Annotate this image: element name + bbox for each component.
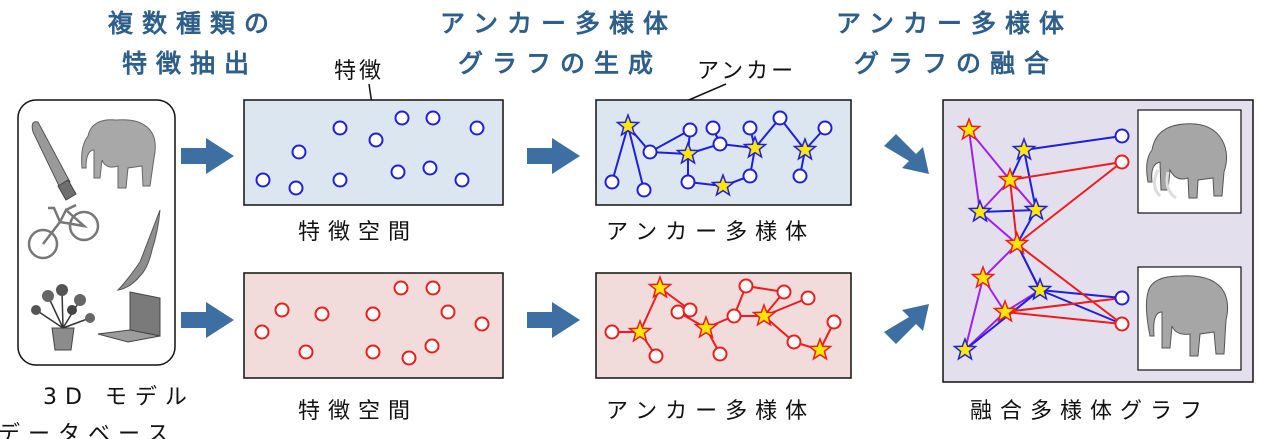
fused-graph-caption: 融合多様体グラフ (970, 399, 1210, 424)
title-line: アンカー多様体 (836, 9, 1073, 38)
step-title-manifold-fusion: アンカー多様体 グラフの融合 (836, 9, 1073, 78)
arrow-db-to-bottom (181, 302, 234, 338)
feature-node (367, 346, 380, 359)
title-line: アンカー多様体 (440, 9, 677, 38)
feature-node (606, 176, 619, 189)
anchor-callout-label: アンカー (697, 59, 796, 84)
arrow-top-to-fused (884, 134, 929, 174)
feature-node (1116, 292, 1129, 305)
feature-node (682, 176, 695, 189)
feature-node (638, 184, 651, 197)
feature-node (396, 112, 409, 125)
feature-node (442, 306, 455, 319)
feature-space-caption-bottom: 特徴空間 (298, 399, 418, 424)
feature-node (802, 292, 815, 305)
arrow-bottom-to-manifold (527, 302, 580, 338)
feature-node (300, 346, 313, 359)
feature-node (334, 122, 347, 135)
database-caption: データベース (0, 422, 177, 439)
feature-node (424, 162, 437, 175)
feature-node (819, 122, 832, 135)
step-title-feature-extraction: 複数種類の 特徴抽出 (108, 9, 278, 78)
anchor-manifold-caption-top: アンカー多様体 (606, 220, 815, 245)
feature-node (334, 174, 347, 187)
arrow-bottom-to-fused (884, 304, 929, 344)
feature-node (476, 318, 489, 331)
feature-node (395, 282, 408, 295)
feature-node (684, 124, 697, 137)
feature-node (744, 170, 757, 183)
anchor-manifold-panel-bottom (596, 273, 851, 378)
step-title-manifold-generation: アンカー多様体 グラフの生成 (440, 9, 677, 78)
feature-node (276, 304, 289, 317)
feature-node (367, 308, 380, 321)
feature-node (426, 340, 439, 353)
feature-node (788, 336, 801, 349)
feature-node (316, 308, 329, 321)
feature-node (1116, 156, 1129, 169)
feature-node (403, 352, 416, 365)
feature-node (728, 310, 741, 323)
feature-callout-label: 特徴 (334, 59, 384, 84)
feature-space-caption-top: 特徴空間 (298, 220, 418, 245)
feature-node (644, 146, 657, 159)
feature-node (672, 306, 685, 319)
feature-node (714, 348, 727, 361)
feature-node (707, 122, 720, 135)
feature-node (257, 174, 270, 187)
feature-node (1116, 130, 1129, 143)
feature-node (744, 122, 757, 135)
feature-node (714, 138, 727, 151)
title-line: グラフの融合 (854, 49, 1058, 78)
feature-node (427, 282, 440, 295)
feature-node (392, 166, 405, 179)
feature-node (427, 112, 440, 125)
feature-node (256, 326, 269, 339)
database-caption: 3D モデル (43, 385, 195, 410)
arrow-top-to-manifold (527, 138, 580, 174)
feature-node (370, 134, 383, 147)
feature-node (778, 286, 791, 299)
feature-node (606, 326, 619, 339)
feature-node (1116, 318, 1129, 331)
feature-node (290, 182, 303, 195)
feature-node (456, 174, 469, 187)
feature-node (650, 350, 663, 363)
feature-node (684, 304, 697, 317)
feature-space-panel-bottom (244, 273, 503, 378)
title-line: グラフの生成 (458, 49, 662, 78)
feature-node (471, 122, 484, 135)
feature-node (794, 170, 807, 183)
title-line: 複数種類の (108, 9, 278, 38)
feature-space-panel-top (244, 100, 503, 205)
title-line: 特徴抽出 (122, 49, 258, 78)
feature-node (740, 280, 753, 293)
feature-node (293, 146, 306, 159)
anchor-manifold-caption-bottom: アンカー多様体 (606, 399, 815, 424)
arrow-db-to-top (181, 138, 234, 174)
feature-node (828, 316, 841, 329)
feature-node (774, 112, 787, 125)
